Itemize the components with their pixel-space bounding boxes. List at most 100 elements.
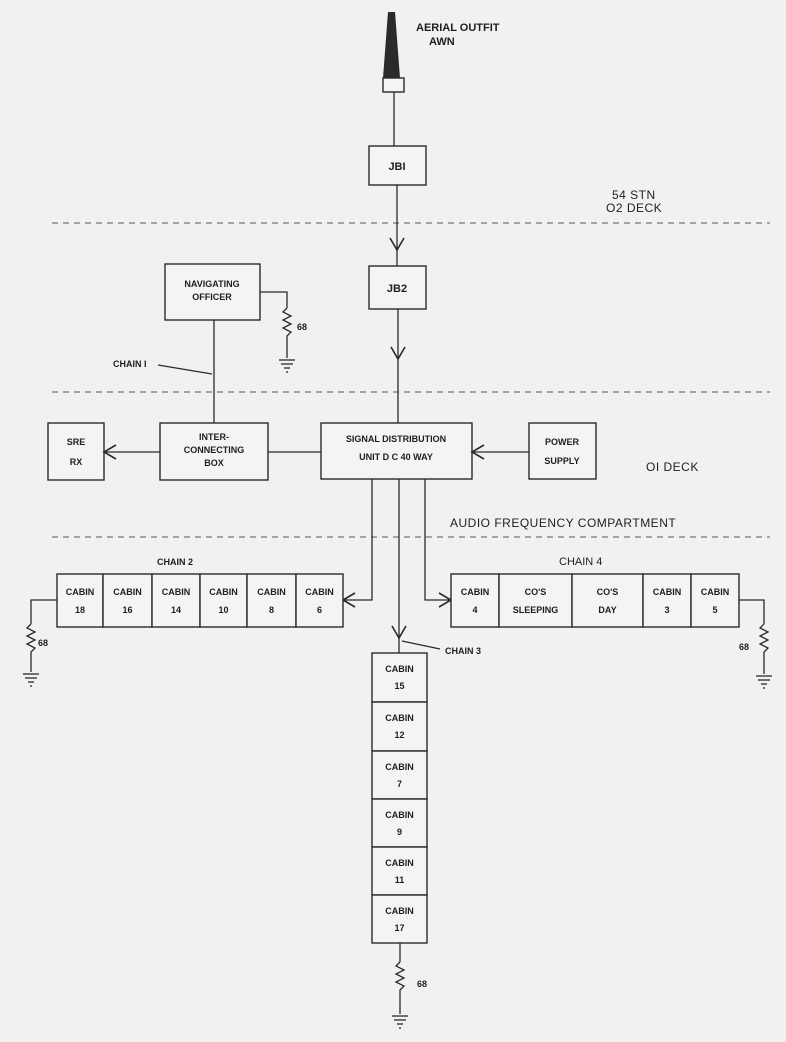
chain3-cabin-box — [371, 846, 428, 896]
chain3-cabin-line1: CABIN — [385, 906, 414, 916]
chain3-cabin-line2: 9 — [397, 827, 402, 837]
nav-resistor-value: 68 — [297, 322, 307, 332]
chain3-cabin-line1: CABIN — [385, 858, 414, 868]
jb1-box — [368, 145, 427, 186]
chain3-cabin-line1: CABIN — [385, 762, 414, 772]
chain4-cabin-line2: 5 — [712, 605, 717, 615]
chain4-cabin-line1: CABIN — [701, 587, 730, 597]
chain3-cabin-box — [371, 798, 428, 848]
chain4-cabin-box — [690, 573, 740, 628]
arrow-left-icon — [470, 444, 485, 460]
navigating-officer-line1: NAVIGATING — [184, 279, 239, 289]
chain2-cabin-line2: 10 — [218, 605, 228, 615]
aerial-icon — [382, 12, 405, 93]
aerial-label-line2: AWN — [429, 36, 455, 48]
chain4-cabin-line2: SLEEPING — [513, 605, 559, 615]
resistor-icon — [25, 623, 37, 672]
interconnecting-line2: CONNECTING — [184, 445, 245, 455]
chain3-cabin-line1: CABIN — [385, 713, 414, 723]
chain2-cabin-line2: 18 — [75, 605, 85, 615]
chain3-cabin-line1: CABIN — [385, 664, 414, 674]
sre-rx-line1: SRE — [67, 437, 86, 447]
chain4-cabin-line2: 3 — [664, 605, 669, 615]
jb1-label: JBI — [388, 161, 405, 173]
resistor-icon — [281, 307, 293, 358]
ground-icon — [23, 673, 39, 687]
chain4-cabin-box — [450, 573, 500, 628]
chain3-cabin-line2: 11 — [395, 875, 405, 885]
chain1-label: CHAIN I — [113, 359, 147, 369]
ground-icon — [279, 359, 295, 373]
chain2-cabin-line2: 14 — [171, 605, 181, 615]
chain3-cabin-line2: 7 — [397, 779, 402, 789]
arrow-down-icon — [389, 237, 405, 252]
chain2-resistor-value: 68 — [38, 638, 48, 648]
chain4-cabin-line1: CO'S — [525, 587, 547, 597]
chain3-cabin-box — [371, 652, 428, 703]
aerial-label-line1: AERIAL OUTFIT — [416, 22, 500, 34]
sre-rx-box — [47, 422, 105, 481]
deck-02-label-line2: O2 DECK — [606, 201, 662, 215]
chain2-cabin-box — [56, 573, 104, 628]
resistor-icon — [758, 623, 770, 674]
chain2-cabin-line2: 8 — [269, 605, 274, 615]
signal-distribution-line1: SIGNAL DISTRIBUTION — [346, 434, 446, 444]
chain4-cabin-line2: 4 — [472, 605, 477, 615]
chain2-cabin-box — [295, 573, 344, 628]
chain4-label: CHAIN 4 — [559, 556, 602, 568]
resistor-icon — [394, 961, 406, 1014]
chain3-cabin-line2: 17 — [394, 923, 404, 933]
ground-icon — [392, 1015, 408, 1029]
signal-distribution-line2: UNIT D C 40 WAY — [359, 452, 433, 462]
interconnecting-line3: BOX — [204, 458, 224, 468]
chain4-cabin-line2: DAY — [598, 605, 616, 615]
chain4-cabin-box — [498, 573, 573, 628]
arrow-down-icon — [391, 625, 407, 640]
chain2-label: CHAIN 2 — [157, 557, 193, 567]
arrow-down-icon — [390, 346, 406, 361]
deck-01-label: OI DECK — [646, 460, 699, 474]
chain4-cabin-box — [571, 573, 644, 628]
chain2-cabin-line1: CABIN — [66, 587, 95, 597]
power-supply-box — [528, 422, 597, 480]
chain2-cabin-line1: CABIN — [305, 587, 334, 597]
power-supply-line1: POWER — [545, 437, 580, 447]
interconnecting-line1: INTER- — [199, 432, 229, 442]
chain2-cabin-box — [102, 573, 153, 628]
sre-rx-line2: RX — [70, 457, 83, 467]
chain4-cabin-line1: CABIN — [653, 587, 682, 597]
chain3-cabin-box — [371, 750, 428, 800]
chain3-label: CHAIN 3 — [445, 646, 481, 656]
chain4-cabin-box — [642, 573, 692, 628]
chain2-cabin-box — [199, 573, 248, 628]
chain2-cabin-box — [151, 573, 201, 628]
chain3-cabin-box — [371, 894, 428, 944]
chain4-cabin-line1: CABIN — [461, 587, 490, 597]
chain3-resistor-value: 68 — [417, 979, 427, 989]
signal-distribution-box — [320, 422, 473, 480]
chain4-cabins: CABIN 4 CO'S SLEEPING CO'S DAY CABIN 3 CABIN 5 — [450, 573, 740, 628]
audio-compartment-label: AUDIO FREQUENCY COMPARTMENT — [450, 516, 676, 530]
power-supply-line2: SUPPLY — [544, 456, 579, 466]
interconnecting-box — [159, 422, 269, 481]
chain4-cabin-line1: CO'S — [597, 587, 619, 597]
chain2-cabin-line1: CABIN — [209, 587, 238, 597]
chain2-cabin-line1: CABIN — [162, 587, 191, 597]
chain2-cabin-line2: 6 — [317, 605, 322, 615]
deck-02-label-line1: 54 STN — [612, 188, 656, 202]
chain3-cabin-box — [371, 701, 428, 752]
chain3-cabin-line2: 15 — [394, 681, 404, 691]
chain2-cabin-line1: CABIN — [113, 587, 142, 597]
chain2-cabin-box — [246, 573, 297, 628]
navigating-officer-line2: OFFICER — [192, 292, 232, 302]
arrow-left-icon — [102, 444, 117, 460]
chain4-resistor-value: 68 — [739, 642, 749, 652]
chain3-cabin-line2: 12 — [394, 730, 404, 740]
jb2-label: JB2 — [387, 283, 407, 295]
ground-icon — [756, 675, 772, 689]
chain2-cabin-line1: CABIN — [257, 587, 286, 597]
